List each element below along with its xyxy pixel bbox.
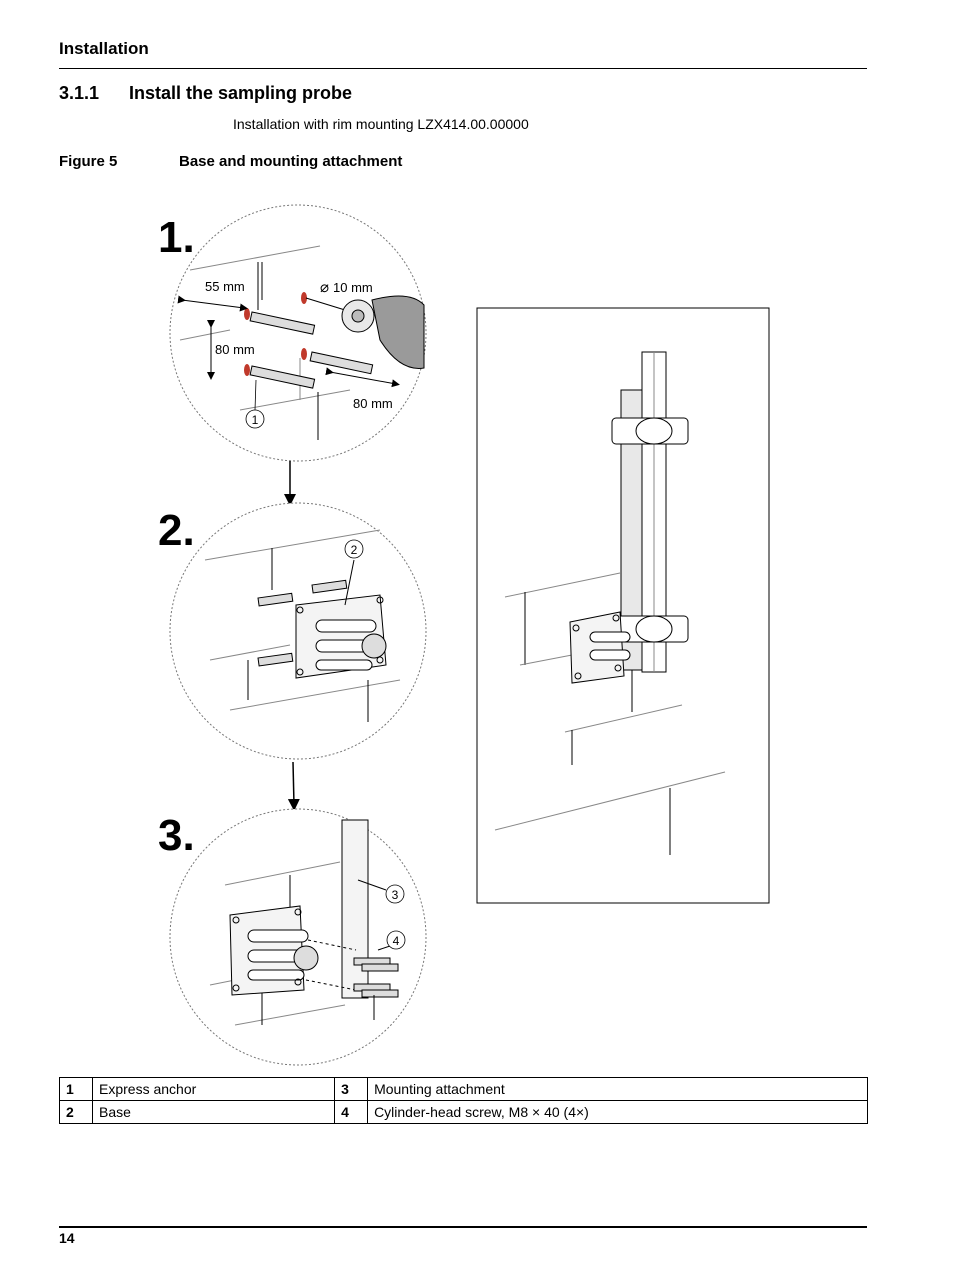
step-1-drawing — [177, 245, 425, 440]
legend-num: 2 — [59, 1100, 93, 1124]
legend-text: Mounting attachment — [367, 1077, 868, 1101]
dim-55mm: 55 mm — [205, 279, 245, 294]
step-3-drawing — [209, 819, 399, 1026]
heading-number: 3.1.1 — [59, 83, 100, 103]
dim-80mm-horizontal: 80 mm — [353, 396, 393, 411]
step-2-drawing — [204, 529, 401, 722]
callout-2-label: 2 — [351, 543, 358, 557]
step-3-label: 3. — [158, 811, 195, 860]
heading-title: Install the sampling probe — [129, 83, 353, 103]
diameter-icon: ⌀ — [320, 279, 329, 296]
legend-num: 1 — [59, 1077, 93, 1101]
assembled-view-drawing — [494, 351, 726, 855]
callout-1-label: 1 — [252, 413, 259, 427]
callout-3 — [385, 884, 405, 904]
dim-10mm: 10 mm — [333, 280, 373, 295]
footer-rule — [59, 1226, 867, 1228]
legend-row: 2 Base 4 Cylinder-head screw, M8 × 40 (4… — [59, 1100, 868, 1124]
step-1-circle — [169, 204, 427, 462]
legend-num: 3 — [334, 1077, 369, 1101]
installation-illustration: 1. 55 mm ⌀ 10 mm 80 mm 80 mm 1 2. — [158, 204, 770, 1066]
legend-table: 1 Express anchor 3 Mounting attachment 2… — [59, 1077, 868, 1124]
callout-3-label: 3 — [392, 888, 399, 902]
header-rule — [59, 68, 867, 69]
step-2-label: 2. — [158, 506, 195, 555]
figure-caption: Figure 5 Base and mounting attachment — [59, 153, 402, 170]
arrow-2-to-3 — [287, 761, 300, 811]
legend-text: Cylinder-head screw, M8 × 40 (4×) — [367, 1100, 868, 1124]
dim-80mm-vertical: 80 mm — [215, 342, 255, 357]
legend-row: 1 Express anchor 3 Mounting attachment — [59, 1077, 868, 1101]
intro-text: Installation with rim mounting LZX414.00… — [233, 116, 529, 132]
callout-1 — [245, 409, 265, 429]
callout-4-label: 4 — [393, 934, 400, 948]
callout-4 — [386, 930, 406, 950]
callout-2 — [344, 539, 364, 559]
figure-label: Figure 5 — [59, 153, 118, 170]
step-1-label: 1. — [158, 213, 195, 262]
figure-title: Base and mounting attachment — [179, 153, 403, 170]
page-number: 14 — [59, 1230, 75, 1246]
legend-num: 4 — [334, 1100, 369, 1124]
legend-text: Base — [91, 1100, 336, 1124]
section-header: Installation — [59, 39, 149, 58]
section-heading: 3.1.1 Install the sampling probe — [59, 83, 352, 104]
legend-text: Express anchor — [91, 1077, 336, 1101]
